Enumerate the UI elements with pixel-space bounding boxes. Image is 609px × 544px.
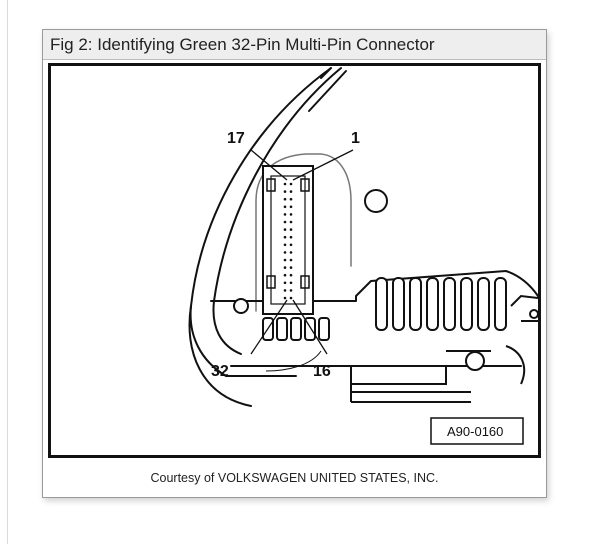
figure-card: Fig 2: Identifying Green 32-Pin Multi-Pi… [42,29,547,498]
pin-hole [289,289,293,292]
pin-hole [289,228,293,231]
pin-hole [289,258,293,262]
pin-hole [283,190,287,193]
housing-inner-curve [212,67,342,355]
base-shelf [210,270,538,302]
page-divider [7,0,8,544]
mounting-hole-left [233,298,249,314]
top-bracket [308,67,347,112]
pin-hole [289,266,293,269]
pin-hole [283,281,287,285]
pin-hole [283,213,287,216]
pin-hole [283,235,287,239]
pin-hole [289,235,293,239]
figure-caption: Courtesy of VOLKSWAGEN UNITED STATES, IN… [150,471,439,485]
pin-hole [289,190,293,193]
lower-tab-row [262,317,330,341]
mounting-hole-upper [364,189,388,213]
pin-hole [289,182,293,186]
pin-hole [289,296,293,300]
pin-hole [289,281,293,285]
pin-hole [283,251,287,254]
pin-hole [283,197,287,201]
label-pin-16: 16 [313,363,331,380]
reference-code-box [430,417,524,445]
pin-hole [289,205,293,209]
connector-drawing: 17 1 32 16 A90-0160 [188,67,538,445]
pin-hole [289,220,293,224]
multi-pin-connector [262,165,314,315]
pin-hole [283,289,287,292]
pin-hole [283,205,287,209]
pin-hole [283,296,287,300]
pin-hole [289,243,293,247]
connector-diagram: 17 1 32 16 A90-0160 [48,63,541,458]
figure-title: Fig 2: Identifying Green 32-Pin Multi-Pi… [43,30,546,60]
pin-hole [283,228,287,231]
reference-code: A90-0160 [447,424,503,439]
pin-hole [289,213,293,216]
housing-lower-curve [188,305,252,407]
leader-lines [250,149,354,372]
mounting-hole-right [465,351,485,371]
screw-head [529,309,538,319]
label-pin-1: 1 [351,130,360,147]
label-pin-32: 32 [211,363,229,380]
pin-holes [283,182,293,300]
pin-hole [283,220,287,224]
pin-hole [283,182,287,186]
pin-hole [289,251,293,254]
cooling-fins [375,277,507,331]
housing-outer-curve [189,67,332,377]
mounting-plate [255,153,352,312]
pin-hole [283,266,287,269]
pin-hole [289,273,293,277]
pin-hole [283,258,287,262]
pin-hole [283,273,287,277]
right-mount [350,294,538,403]
pin-hole [289,197,293,201]
pin-hole [283,243,287,247]
label-pin-17: 17 [227,130,245,147]
